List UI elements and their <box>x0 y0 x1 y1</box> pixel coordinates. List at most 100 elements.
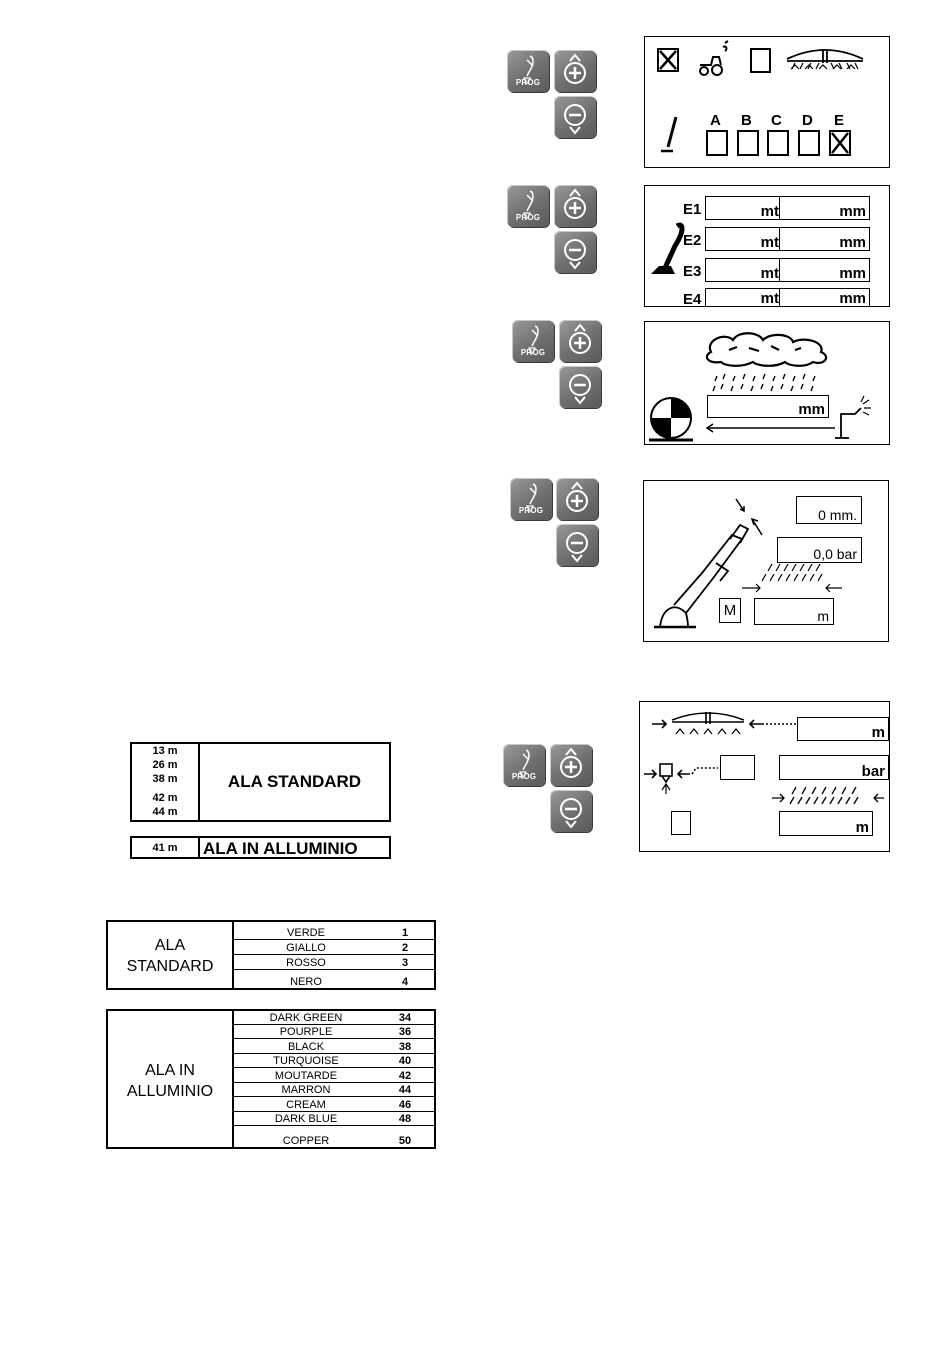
length-value: 41 m <box>152 842 178 854</box>
unit-mt: mt <box>760 290 779 307</box>
prog-label: PROG <box>520 348 546 357</box>
minus-button[interactable] <box>559 366 601 408</box>
water-height-field[interactable]: mm <box>707 395 829 418</box>
color-code: 1 <box>401 927 409 939</box>
pen-icon <box>519 749 530 778</box>
length-value: 26 m <box>152 759 178 771</box>
minus-icon <box>564 239 586 270</box>
color-code: 48 <box>398 1113 412 1125</box>
tractor-icon <box>699 40 729 76</box>
color-row: MARRON 44 <box>234 1083 434 1097</box>
sector-e1-field[interactable]: mt mm <box>705 196 870 220</box>
prog-button[interactable]: PROG <box>507 50 549 92</box>
minus-button[interactable] <box>550 790 592 832</box>
plus-button[interactable] <box>556 478 598 520</box>
pressure-field[interactable]: 0,0 bar <box>777 537 862 563</box>
sector-e4-field[interactable]: mt mm <box>705 288 870 307</box>
minus-icon <box>566 532 588 563</box>
sector-e2-field[interactable]: mt mm <box>705 227 870 251</box>
distance-field[interactable]: m <box>754 598 834 625</box>
unit-m: m <box>871 724 885 741</box>
prog-label: PROG <box>515 213 541 222</box>
sector-letter: A <box>710 112 721 129</box>
color-row: VERDE 1 <box>234 922 434 940</box>
length-value: 38 m <box>152 773 178 785</box>
unit-mm: mm <box>839 203 866 220</box>
color-code: 50 <box>398 1135 412 1147</box>
sector-label: E1 <box>683 201 702 218</box>
screen-rain-height: mm <box>644 321 890 445</box>
unit-mm: mm <box>839 290 866 307</box>
checkbox-checked-icon <box>657 48 679 72</box>
color-code: 2 <box>401 942 409 954</box>
sector-label: E4 <box>683 291 702 307</box>
minus-icon <box>564 104 586 135</box>
prog-label: PROG <box>515 78 541 87</box>
color-code: 46 <box>398 1099 412 1111</box>
color-name: ROSSO <box>286 957 326 969</box>
prog-label: PROG <box>518 506 544 515</box>
unit-mm: mm <box>798 401 825 418</box>
screen-boom-settings: m bar m <box>639 701 890 852</box>
nozzle-field[interactable]: 0 mm. <box>796 496 862 524</box>
minus-icon <box>569 374 591 405</box>
wing-type-label: ALA STANDARD <box>227 772 362 791</box>
prog-button[interactable]: PROG <box>503 744 545 786</box>
minus-button[interactable] <box>554 231 596 273</box>
prog-button[interactable]: PROG <box>507 185 549 227</box>
length-value: 13 m <box>152 745 178 757</box>
color-name: TURQUOISE <box>273 1055 339 1067</box>
spray-width-icon <box>742 563 842 593</box>
color-name: MARRON <box>281 1084 331 1096</box>
prog-button[interactable]: PROG <box>510 478 552 520</box>
plus-icon <box>564 188 586 219</box>
boom-width-field[interactable]: m <box>797 717 889 741</box>
wing-length-table: 13 m 26 m 38 m 42 m 44 m ALA STANDARD <box>130 742 391 822</box>
sector-letter: C <box>771 112 782 129</box>
plus-button[interactable] <box>559 320 601 362</box>
plus-button[interactable] <box>554 185 596 227</box>
minus-button[interactable] <box>556 524 598 566</box>
color-code: 44 <box>398 1084 412 1096</box>
color-name: DARK BLUE <box>274 1113 338 1125</box>
color-code: 3 <box>401 957 409 969</box>
sector-letter: E <box>834 112 845 129</box>
length-value: 44 m <box>152 806 178 818</box>
color-name: NERO <box>290 976 322 988</box>
wing-type-label: STANDARD <box>126 958 214 975</box>
nozzle-icon <box>644 763 718 794</box>
mode-button[interactable]: M <box>719 598 741 623</box>
sector-e3-field[interactable]: mt mm <box>705 258 870 282</box>
prog-button[interactable]: PROG <box>512 320 554 362</box>
pressure-field[interactable]: bar <box>779 755 889 780</box>
screen-sector-selection: A B C D E <box>644 36 890 168</box>
hose-reel-icon <box>649 397 693 442</box>
color-name: VERDE <box>287 927 325 939</box>
color-code: 40 <box>398 1055 412 1067</box>
color-name: GIALLO <box>286 942 326 954</box>
plus-button[interactable] <box>554 50 596 92</box>
plus-icon <box>569 323 591 354</box>
unit-mm: mm <box>839 234 866 251</box>
plus-icon <box>560 747 582 778</box>
plus-button[interactable] <box>550 744 592 786</box>
mode-checkbox[interactable] <box>671 811 691 835</box>
pressure-value: 0,0 bar <box>813 546 857 562</box>
nozzle-value: 0 mm. <box>818 507 857 523</box>
color-name: POURPLE <box>279 1026 333 1038</box>
unit-mt: mt <box>760 234 779 251</box>
plus-icon <box>564 53 586 84</box>
distance-field[interactable]: m <box>779 811 873 836</box>
minus-button[interactable] <box>554 96 596 138</box>
checkbox-empty-icon <box>750 48 771 73</box>
unit-mt: mt <box>760 265 779 282</box>
length-value: 42 m <box>152 792 178 804</box>
nozzle-size-field[interactable] <box>720 755 755 780</box>
pen-icon <box>523 55 534 84</box>
